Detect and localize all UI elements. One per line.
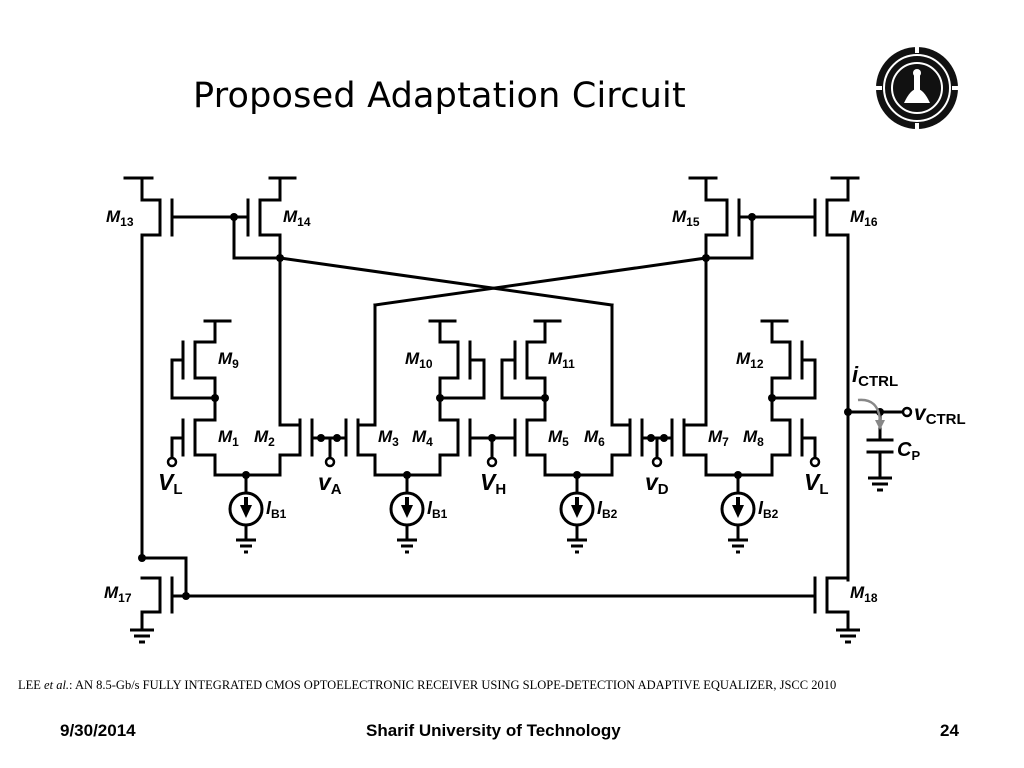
label-vctrl: vCTRL xyxy=(914,402,966,428)
footer-date: 9/30/2014 xyxy=(60,721,136,740)
label-m12: M12 xyxy=(736,349,764,371)
slide-title: Proposed Adaptation Circuit xyxy=(193,76,686,116)
citation-text: : AN 8.5-Gb/s FULLY INTEGRATED CMOS OPTO… xyxy=(69,678,837,692)
label-ib2-a: IB2 xyxy=(597,498,618,521)
citation-author: LEE xyxy=(18,678,41,692)
label-vl-right: VL xyxy=(804,469,829,498)
label-m4: M4 xyxy=(412,427,433,449)
label-m10: M10 xyxy=(405,349,433,371)
label-m1: M1 xyxy=(218,427,239,449)
citation-etal: et al. xyxy=(44,678,70,692)
footer-page-number: 24 xyxy=(940,721,959,740)
label-ib1-a: IB1 xyxy=(266,498,287,521)
label-m8: M8 xyxy=(743,427,764,449)
label-ictrl: iCTRL xyxy=(852,362,898,390)
label-m15: M15 xyxy=(672,207,700,229)
label-m16: M16 xyxy=(850,207,878,229)
footer-institution: Sharif University of Technology xyxy=(366,721,621,740)
label-m9: M9 xyxy=(218,349,239,371)
label-va: vA xyxy=(318,469,342,498)
label-cp: CP xyxy=(897,439,920,463)
label-m17: M17 xyxy=(104,583,132,605)
label-m14: M14 xyxy=(283,207,311,229)
label-m18: M18 xyxy=(850,583,878,605)
label-m7: M7 xyxy=(708,427,729,449)
label-vd: vD xyxy=(645,469,669,498)
label-m5: M5 xyxy=(548,427,569,449)
label-ib2-b: IB2 xyxy=(758,498,779,521)
label-m3: M3 xyxy=(378,427,399,449)
current-sources xyxy=(228,491,756,527)
circuit-wires xyxy=(123,176,907,632)
label-vh: VH xyxy=(480,469,506,498)
label-m13: M13 xyxy=(106,207,134,229)
label-vl-left: VL xyxy=(158,469,183,498)
label-m11: M11 xyxy=(548,349,575,371)
label-ib1-b: IB1 xyxy=(427,498,448,521)
ground-symbols xyxy=(130,476,892,644)
university-logo-icon xyxy=(876,47,958,129)
label-m6: M6 xyxy=(584,427,605,449)
label-m2: M2 xyxy=(254,427,275,449)
citation: LEE et al.: AN 8.5-Gb/s FULLY INTEGRATED… xyxy=(18,677,1008,694)
